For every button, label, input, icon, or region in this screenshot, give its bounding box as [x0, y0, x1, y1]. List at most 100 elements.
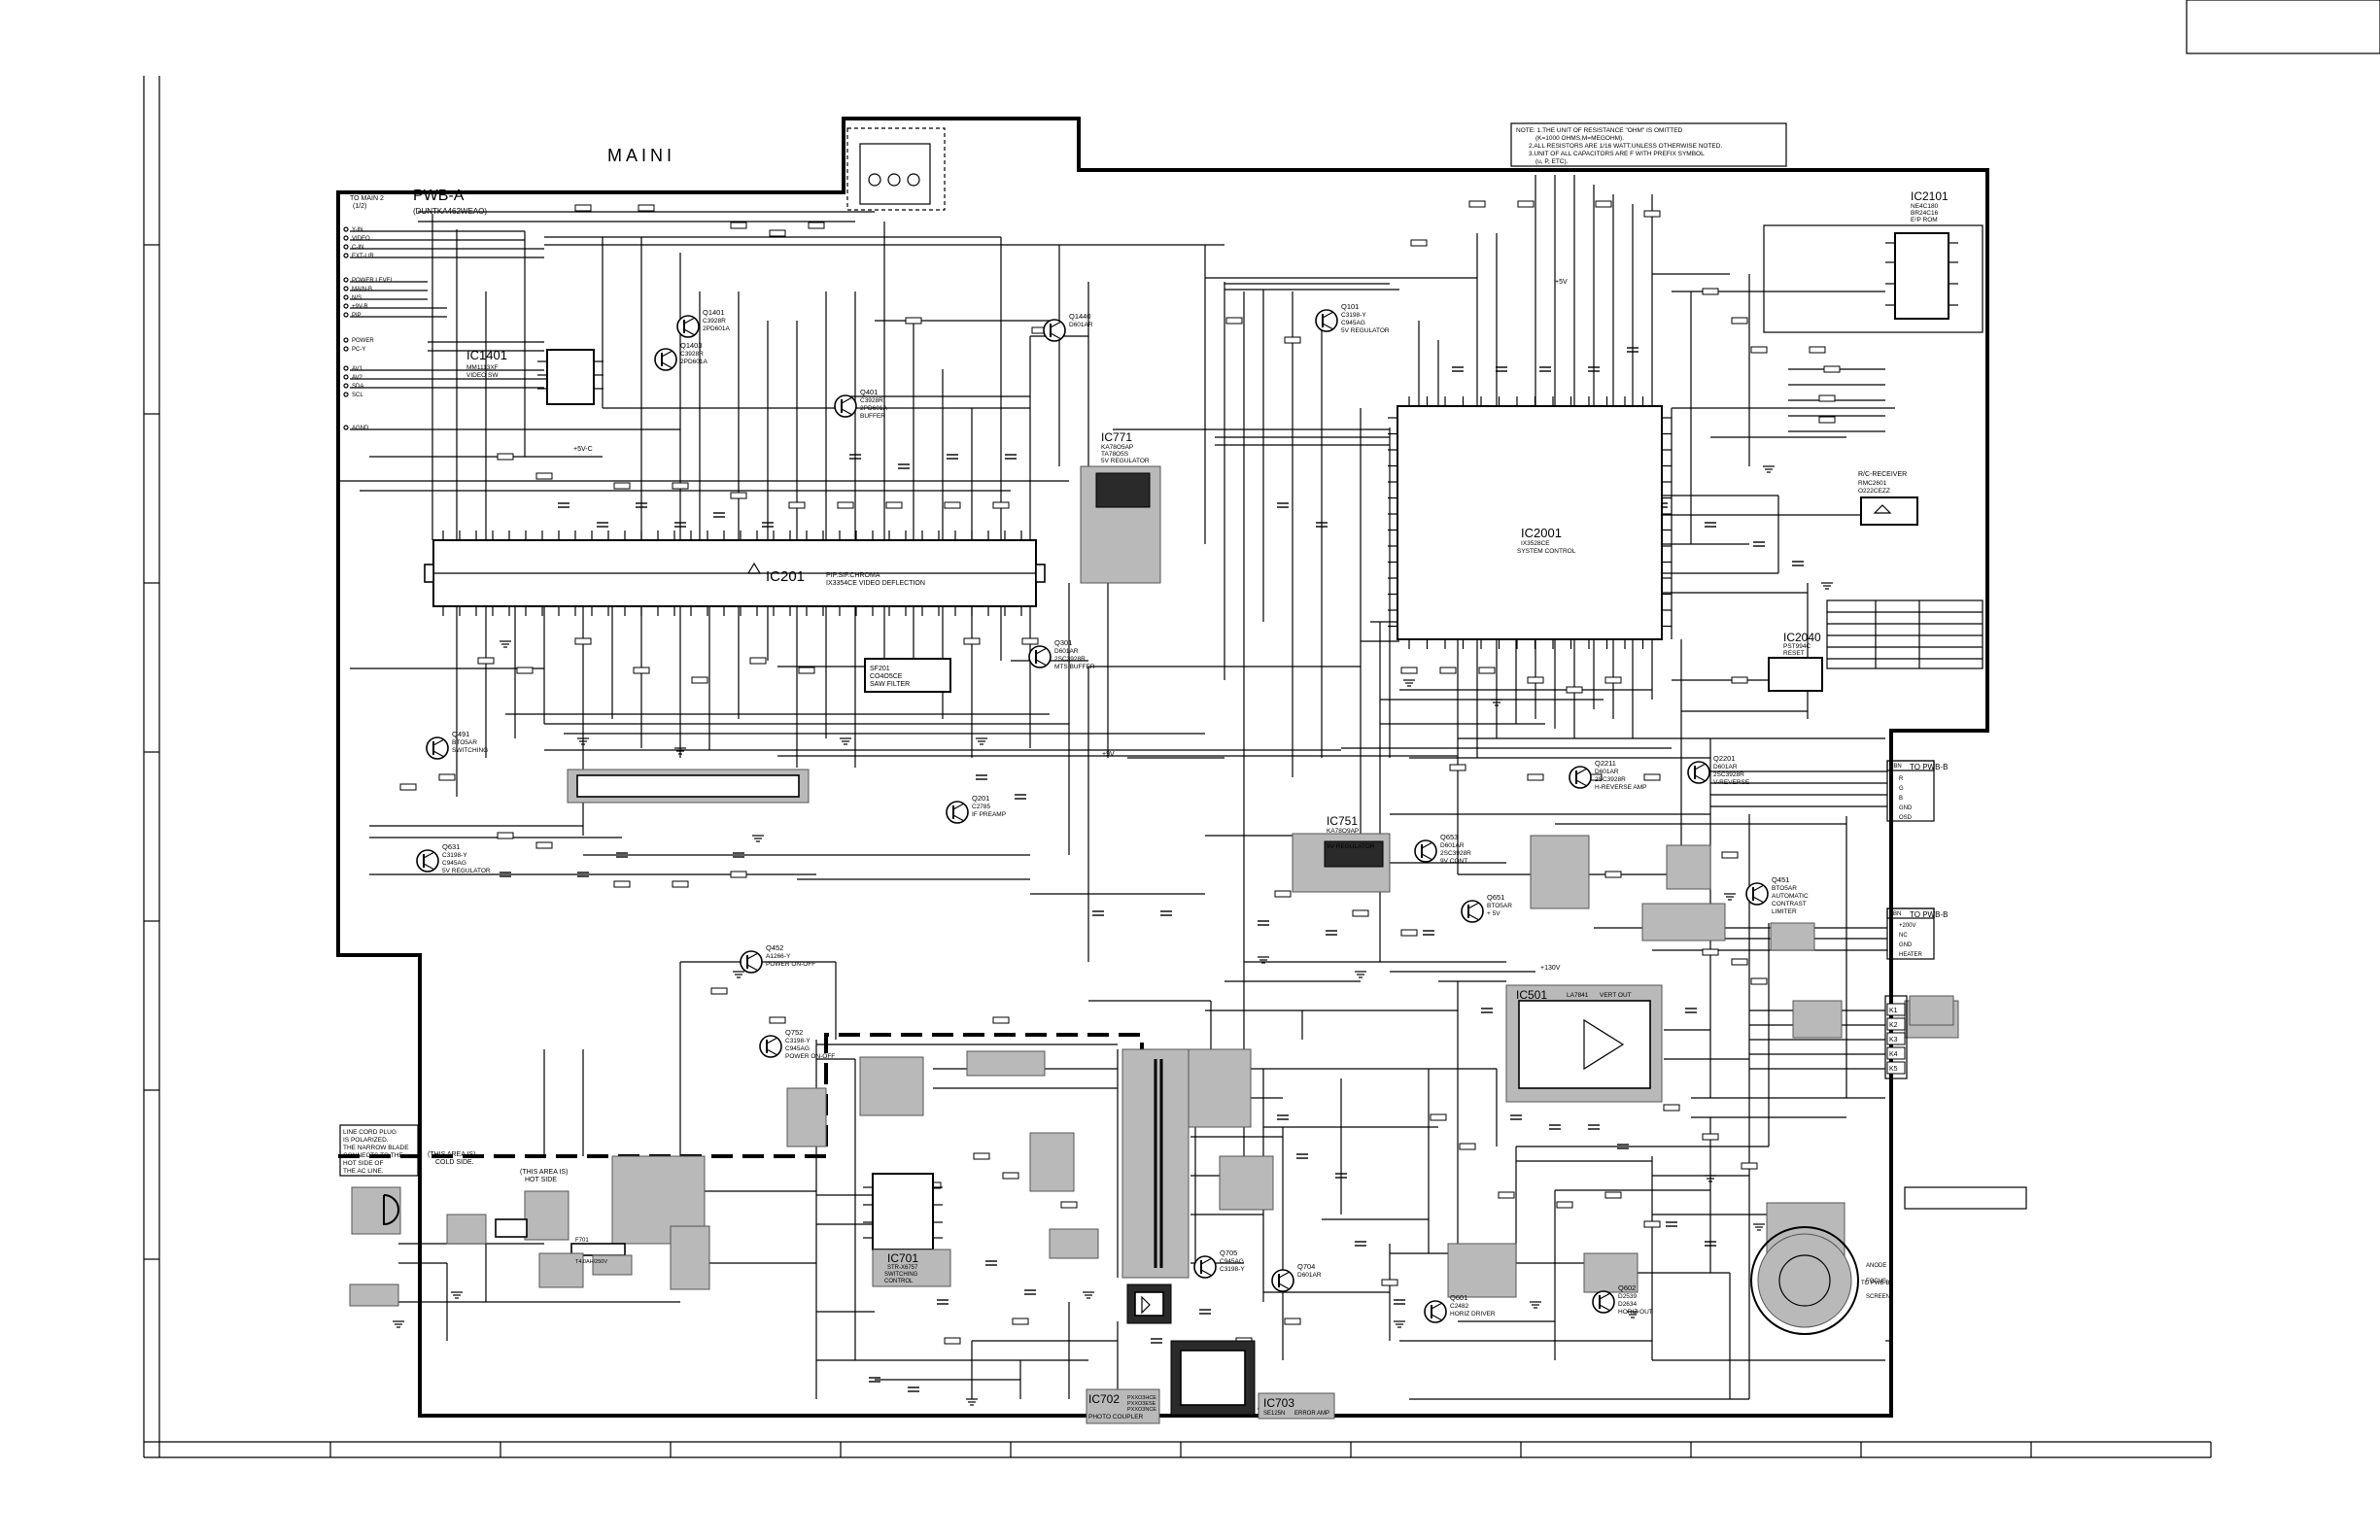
- ic2040-part: PST994C: [1783, 643, 1811, 650]
- q301-label: Q301: [1054, 638, 1072, 647]
- transistor-emitter: [1467, 913, 1480, 921]
- q704-label: Q704: [1297, 1262, 1315, 1271]
- transistor-emitter: [661, 361, 673, 369]
- resistor-icon: [1430, 1113, 1447, 1121]
- q653-label: Q653: [1440, 833, 1458, 841]
- ic703-part: SE125N: [1263, 1411, 1285, 1417]
- resistor-icon: [633, 667, 650, 674]
- signal-label: Y-IN: [352, 227, 362, 233]
- resistor-icon: [944, 1337, 961, 1345]
- ic751-func: 9V REGULATOR: [1327, 843, 1375, 850]
- ic751-block: IC751 KA78O9AP 9V REGULATOR: [1292, 814, 1391, 893]
- pwb-label: PWB-A: [413, 188, 465, 204]
- transistor-collector: [766, 1037, 778, 1044]
- note-line-1: NOTE: 1.THE UNIT OF RESISTANCE "OHM" IS …: [1516, 127, 1683, 134]
- signal-label: VIDEO: [352, 236, 370, 242]
- resistor-icon: [1663, 1104, 1680, 1112]
- signal-label: EXT-L/R: [352, 254, 374, 259]
- cbn-pin-number: 4: [1889, 805, 1893, 811]
- transistor-collector: [432, 738, 445, 746]
- q651-label: + 5V: [1487, 910, 1500, 917]
- q1401-label: Q1401: [703, 308, 725, 317]
- ybn-pin-number: 3: [1889, 942, 1893, 948]
- transistor-emitter: [952, 814, 965, 822]
- note-line-5: (u, P, ETC).: [1535, 158, 1569, 165]
- signal-label: N/S: [352, 295, 362, 301]
- signal-label: SCL: [352, 393, 363, 398]
- terminal-icon: [343, 253, 349, 258]
- transistor-emitter: [432, 750, 445, 758]
- transistor-emitter: [1752, 896, 1765, 904]
- q201-label: IF PREAMP: [972, 811, 1006, 818]
- crt-anode-label: ANODE: [1866, 1263, 1886, 1269]
- q1403-label: Q1403: [680, 341, 703, 350]
- ybn-pin-number: 1: [1889, 923, 1893, 929]
- caution-triangle-icon: [746, 562, 762, 574]
- ic2001-part: IX3528CE: [1521, 540, 1550, 547]
- ic2101-part1: NE4C180: [1911, 203, 1939, 210]
- resistor-icon: [1604, 871, 1622, 878]
- line-cord-note-line: HOT SIDE OF: [343, 1160, 383, 1167]
- resistor-icon: [1002, 1172, 1019, 1180]
- sheet-frame: [143, 0, 2380, 1458]
- q301-label: D601AR: [1054, 648, 1079, 655]
- resistor-icon: [1225, 317, 1243, 325]
- q601-label: C2482: [1450, 1303, 1469, 1310]
- crt-pin-label: K3: [1889, 1037, 1898, 1044]
- ic703-block: IC703 SE125N ERROR AMP: [1170, 1340, 1335, 1420]
- q101-label: C945AG: [1341, 320, 1365, 326]
- note-box: NOTE: 1.THE UNIT OF RESISTANCE "OHM" IS …: [1510, 122, 1787, 167]
- ac-input-block: F701 T4.0AH/250V: [349, 1186, 710, 1307]
- signal-label: POWER LEVEL: [352, 278, 395, 284]
- resistor-icon: [638, 204, 655, 212]
- cbn-pin-number: 5: [1889, 815, 1893, 821]
- transistor-emitter: [1694, 774, 1707, 782]
- signal-label: AV1: [352, 366, 363, 372]
- q752-label: Q752: [785, 1028, 803, 1037]
- q651-label: Q651: [1487, 893, 1504, 902]
- transistor-emitter: [1431, 1314, 1443, 1321]
- to-main2-label: TO MAIN 2: [350, 195, 384, 202]
- crt-pin-box: [1886, 1032, 1906, 1045]
- resistor-icon: [1449, 764, 1466, 771]
- switching-transformer: [1121, 1048, 1190, 1279]
- transistor-collector: [746, 952, 759, 960]
- transistor-symbol-icon: [1028, 645, 1052, 668]
- fuse-rating: T4.0AH/250V: [575, 1259, 607, 1265]
- q752-label: C945AG: [785, 1045, 810, 1052]
- crt-tube-icon: ANODE FOCUS SCREEN TO PWB-B: [1750, 1202, 1890, 1335]
- cbn-pin-label: R: [1899, 776, 1904, 782]
- ic703-func: ERROR AMP: [1294, 1411, 1329, 1417]
- resistor-icon: [1750, 977, 1768, 985]
- resistor-icon: [1517, 200, 1535, 208]
- q601-label: HORIZ DRIVER: [1450, 1311, 1496, 1318]
- crt-screen-label: SCREEN: [1866, 1294, 1890, 1300]
- q2201-label: Q2201: [1713, 754, 1736, 763]
- resistor-icon: [1604, 676, 1622, 684]
- hot-area-line1: (THIS AREA IS): [520, 1169, 568, 1176]
- terminal-icon: [343, 312, 349, 318]
- q1403-label: 2PD601A: [680, 359, 707, 365]
- resistor-icon: [1478, 667, 1496, 674]
- resistor-icon: [1702, 288, 1719, 295]
- ic201-chip: IC201 PIP.SIF.CHROMA IX3354CE VIDEO DEFL…: [424, 530, 1046, 616]
- transistor-collector: [1050, 321, 1062, 328]
- resistor-icon: [1741, 1162, 1758, 1170]
- cbn-pin-label: GND: [1899, 805, 1913, 811]
- cbn-pin-number: 3: [1889, 796, 1893, 802]
- q101-label: Q101: [1341, 302, 1359, 311]
- resistor-icon: [1818, 416, 1836, 424]
- transistor-emitter: [1322, 323, 1334, 330]
- transistor-symbol-icon: [416, 849, 439, 873]
- q451-label: Q451: [1772, 875, 1789, 884]
- resistor-icon: [1274, 890, 1292, 898]
- resistor-icon: [1731, 317, 1748, 325]
- line-cord-note-line: LINE CORD PLUG: [343, 1129, 397, 1136]
- q101-label: C3198-Y: [1341, 312, 1366, 319]
- ic702-part2: PXXO3ESE: [1127, 1401, 1156, 1407]
- resistor-icon: [1702, 1133, 1719, 1141]
- to-pwb-b-1-label: TO PWB-B: [1910, 763, 1948, 771]
- resistor-icon: [1604, 1191, 1622, 1199]
- ic751-part: KA78O9AP: [1327, 828, 1359, 835]
